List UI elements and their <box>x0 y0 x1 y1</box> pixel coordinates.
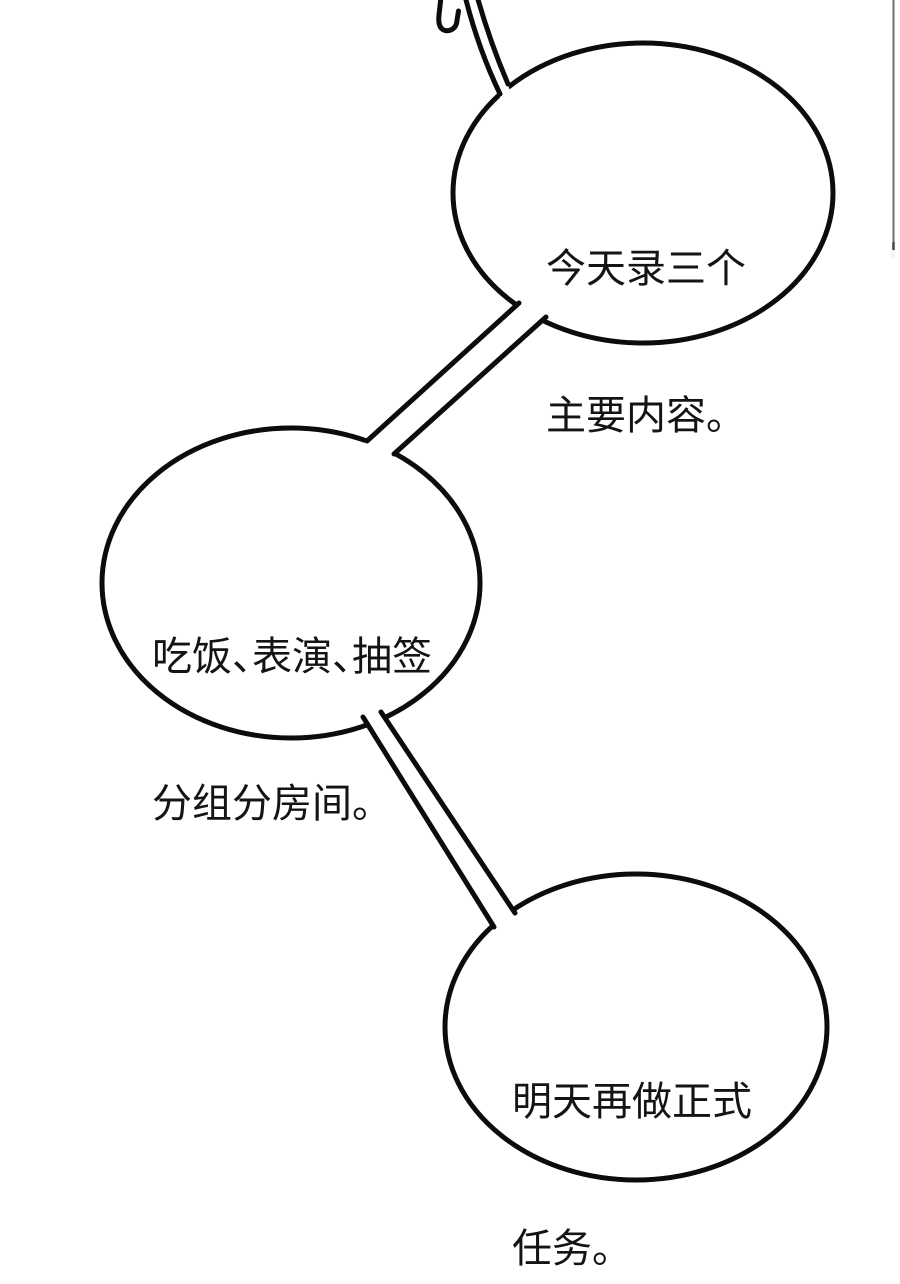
connector-middle-bottom-gap <box>360 707 519 932</box>
bubble-text-line: 今天录三个 <box>546 247 746 291</box>
bubble-text-line: 任务。 <box>512 1227 612 1271</box>
panel-edge-mark <box>890 0 896 258</box>
connector-middle-bottom-line-left <box>360 714 497 930</box>
edge-mark-smudge <box>890 250 896 258</box>
bubble-middle-outline <box>99 425 483 741</box>
bubble-text-line: 吃饭、表演、抽签 <box>152 635 432 679</box>
bubble-top-text: 今天录三个 主要内容。 <box>546 147 746 539</box>
bubble-middle-text: 吃饭、表演、抽签 分组分房间。 <box>152 535 432 927</box>
connector-middle-bottom-line-right <box>378 709 518 916</box>
bubble-bottom-text: 明天再做正式 任务。 <box>512 980 752 1284</box>
connector-top-middle-gap <box>362 299 551 458</box>
connector-top-middle-line-right <box>391 314 549 457</box>
connector-lines <box>360 0 549 930</box>
bubble-tail-line-right <box>475 0 511 87</box>
bubble-tail-hook <box>436 0 461 34</box>
bubble-tail-line-left <box>463 0 503 97</box>
bubble-top-outline <box>450 40 836 346</box>
bubble-bottom-outline <box>442 871 830 1183</box>
bubble-text-line: 主要内容。 <box>546 394 726 438</box>
bubble-outlines <box>99 40 836 1183</box>
bubble-text-line: 明天再做正式 <box>512 1080 752 1124</box>
connector-top-middle-line-left <box>364 300 522 444</box>
bubble-text-line: 分组分房间。 <box>152 782 372 826</box>
